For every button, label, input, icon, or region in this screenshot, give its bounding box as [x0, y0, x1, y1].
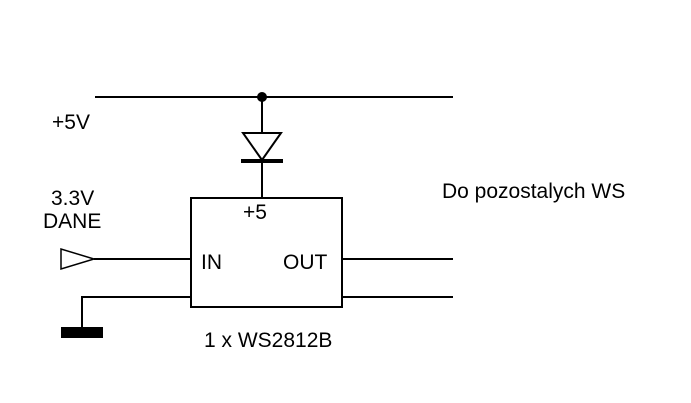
- diode-triangle: [241, 132, 283, 162]
- chip-caption: 1 x WS2812B: [204, 329, 332, 352]
- ws2812b-chip: [190, 197, 343, 308]
- chip-in-pin-label: IN: [201, 251, 222, 274]
- output-note-label: Do pozostalych WS: [442, 180, 625, 203]
- ground-symbol: [61, 327, 103, 338]
- input-voltage-label: 3.3V: [51, 187, 94, 210]
- chip-out-pin-label: OUT: [283, 251, 328, 274]
- input-port-arrow: [60, 247, 97, 271]
- supply-label: +5V: [52, 111, 90, 134]
- chip-power-pin-label: +5: [243, 201, 267, 224]
- input-name-label: DANE: [43, 210, 101, 233]
